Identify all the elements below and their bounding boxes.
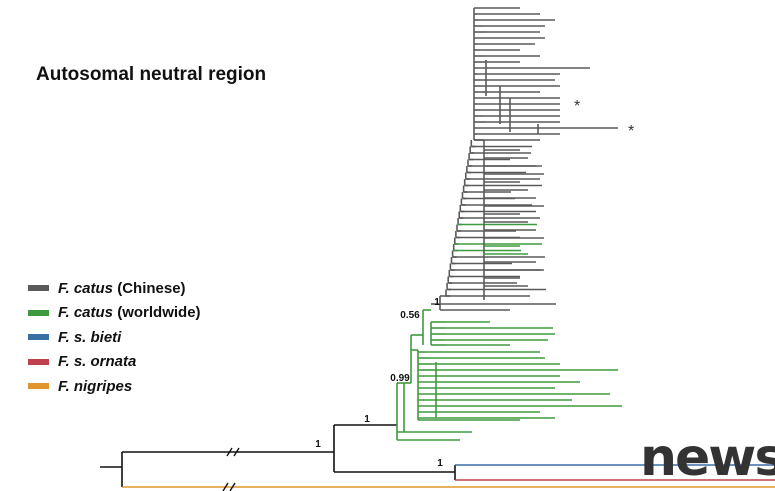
legend-suffix: (worldwide) [113, 304, 201, 322]
support-chinese-subclade: 0.56 [400, 310, 420, 321]
legend-species: F. s. bieti [58, 328, 122, 346]
branch-break-mark [222, 482, 236, 491]
legend-species: F. s. ornata [58, 353, 137, 371]
support-catus-clade: 1 [434, 297, 440, 308]
legend-swatch-chinese [28, 285, 49, 292]
legend-swatch-ornata [28, 358, 49, 365]
asterisk-marker: * [574, 98, 580, 115]
support-bieti-ornata: 1 [437, 458, 443, 469]
news-watermark-logo: news [640, 428, 775, 488]
legend-swatch-bieti [28, 334, 49, 341]
legend-swatch-nigripes [28, 383, 49, 390]
legend-swatch-worldwide [28, 309, 49, 316]
legend-item-catus-worldwide: F. catus (worldwide) [28, 301, 201, 326]
branch-break-mark [226, 447, 240, 457]
figure-title: Autosomal neutral region [36, 64, 267, 85]
support-silvestris-catus: 1 [315, 439, 321, 450]
support-worldwide-clade: 0.99 [390, 373, 410, 384]
legend-species: F. nigripes [58, 377, 133, 395]
support-chinese-clade: 1 [364, 414, 370, 425]
legend: F. catus (Chinese) F. catus (worldwide) … [28, 276, 201, 399]
tree-branches [100, 7, 775, 491]
legend-item-nigripes: F. nigripes [28, 374, 201, 399]
legend-species: F. catus [58, 279, 114, 297]
legend-item-ornata: F. s. ornata [28, 350, 201, 375]
legend-item-bieti: F. s. bieti [28, 325, 201, 350]
legend-species: F. catus [58, 304, 114, 322]
asterisk-marker: * [628, 123, 634, 140]
legend-item-catus-chinese: F. catus (Chinese) [28, 276, 201, 301]
legend-suffix: (Chinese) [113, 279, 186, 297]
